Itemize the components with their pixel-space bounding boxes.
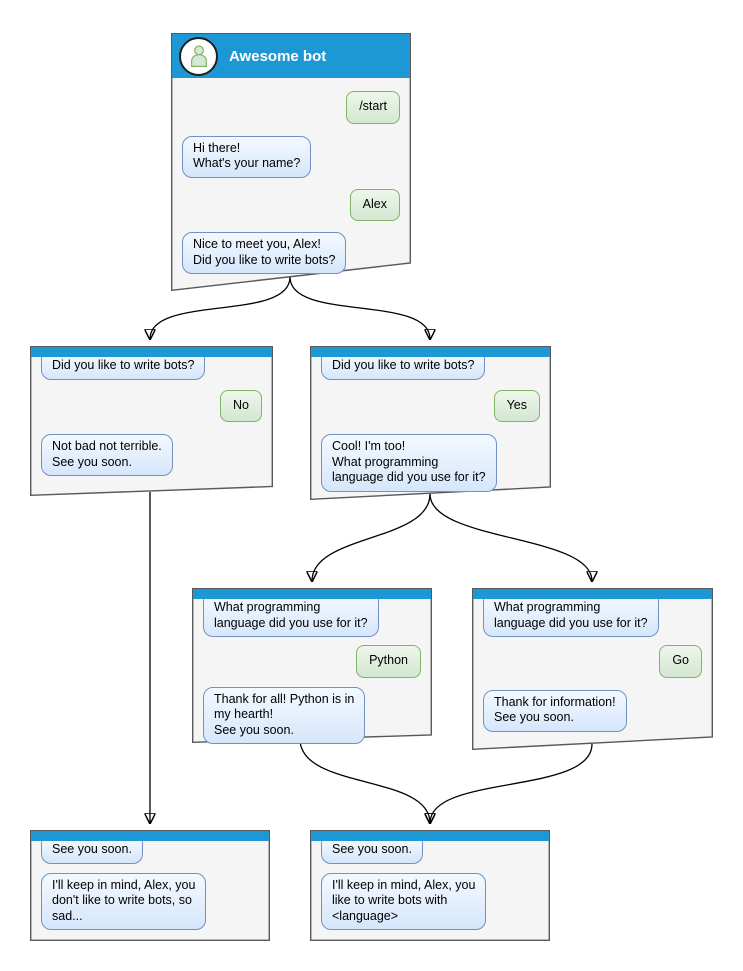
connector-start-to-no xyxy=(150,276,291,339)
chat-window-no: Did you like to write bots? No Not bad n… xyxy=(30,346,273,496)
bot-message-bubble: Did you like to write bots? xyxy=(41,353,206,380)
user-message-bubble: /start xyxy=(346,91,400,124)
window-titlebar xyxy=(193,589,431,599)
chat-window-python: What programming language did you use fo… xyxy=(192,588,432,744)
window-titlebar xyxy=(31,347,272,357)
user-message-bubble: Go xyxy=(659,645,702,678)
window-title: Awesome bot xyxy=(229,47,327,65)
connector-yes-to-python xyxy=(312,493,431,581)
connector-yes-to-go xyxy=(429,493,592,581)
bot-message-bubble: Thank for information! See you soon. xyxy=(483,689,627,732)
bot-message-bubble: What programming language did you use fo… xyxy=(483,595,659,637)
user-message-bubble: No xyxy=(220,389,262,422)
window-titlebar: Awesome bot xyxy=(172,34,410,78)
window-titlebar xyxy=(31,831,269,841)
connector-go-to-end-yes xyxy=(430,743,593,823)
user-message-bubble: Alex xyxy=(349,188,400,221)
bot-message-bubble: I'll keep in mind, Alex, you don't like … xyxy=(41,872,207,930)
chat-window-yes: Did you like to write bots? Yes Cool! I'… xyxy=(310,346,551,500)
bot-avatar-icon xyxy=(179,36,218,76)
user-message-bubble: Python xyxy=(356,645,421,678)
user-message-bubble: Yes xyxy=(493,389,540,422)
chat-window-end-yes: See you soon. I'll keep in mind, Alex, y… xyxy=(310,830,550,941)
chat-window-go: What programming language did you use fo… xyxy=(472,588,713,750)
window-titlebar xyxy=(311,347,550,357)
bot-message-bubble: Did you like to write bots? xyxy=(321,353,486,380)
bot-message-bubble: What programming language did you use fo… xyxy=(203,595,379,637)
chat-messages: Did you like to write bots? Yes Cool! I'… xyxy=(311,353,550,492)
chat-messages: What programming language did you use fo… xyxy=(193,595,431,744)
bot-message-bubble: Nice to meet you, Alex! Did you like to … xyxy=(182,232,347,274)
chat-messages: What programming language did you use fo… xyxy=(473,595,712,732)
chat-messages: See you soon. I'll keep in mind, Alex, y… xyxy=(311,837,549,930)
chat-window-start: Awesome bot /start Hi there! What's your… xyxy=(171,33,411,291)
window-titlebar xyxy=(473,589,712,599)
bot-message-bubble: Hi there! What's your name? xyxy=(182,135,312,178)
chat-messages: See you soon. I'll keep in mind, Alex, y… xyxy=(31,837,269,930)
chat-messages: /start Hi there! What's your name? Alex … xyxy=(172,78,410,274)
window-titlebar xyxy=(311,831,549,841)
connector-start-to-yes xyxy=(289,276,430,339)
connector-python-to-end-yes xyxy=(299,738,430,823)
bot-message-bubble: Thank for all! Python is in my hearth! S… xyxy=(203,686,366,744)
bot-message-bubble: Cool! I'm too! What programming language… xyxy=(321,434,497,492)
chat-messages: Did you like to write bots? No Not bad n… xyxy=(31,353,272,476)
bot-message-bubble: I'll keep in mind, Alex, you like to wri… xyxy=(321,872,487,930)
chat-window-end-no: See you soon. I'll keep in mind, Alex, y… xyxy=(30,830,270,941)
bot-message-bubble: Not bad not terrible. See you soon. xyxy=(41,434,173,476)
